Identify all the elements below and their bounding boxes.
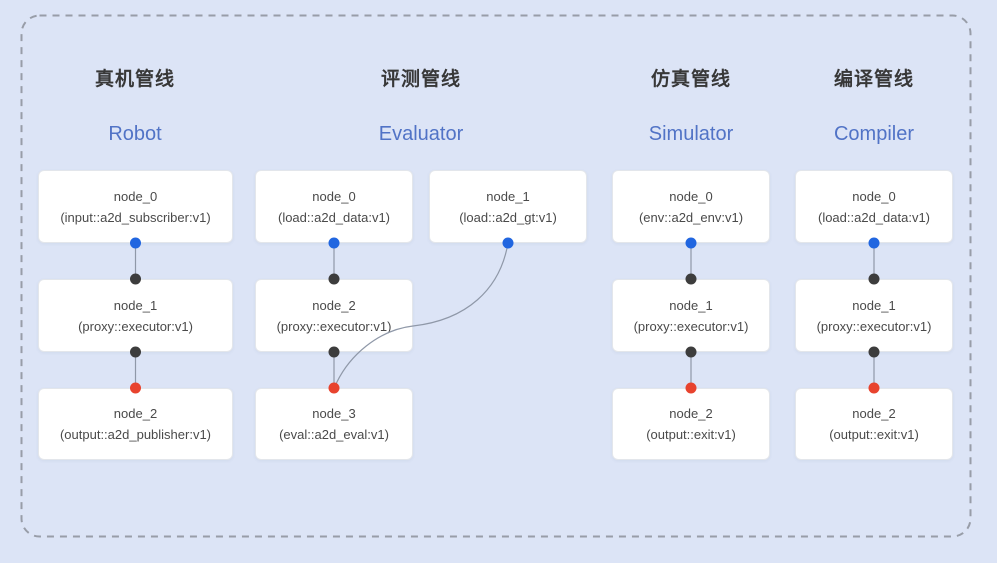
compiler-pipeline-title-en: Compiler <box>833 123 915 145</box>
node-name: node_3 <box>312 406 356 421</box>
node-name: node_1 <box>486 188 530 204</box>
simulator-node-2-box: node_2 (output::exit:v1) <box>612 388 770 460</box>
robot-pipeline-title-en: Robot <box>108 123 162 145</box>
compiler-pipeline-title-zh: 编译管线 <box>833 69 915 90</box>
node-type: (proxy::executor:v1) <box>816 318 932 334</box>
simulator-pipeline-title-en: Simulator <box>648 123 734 145</box>
evaluator-node-1-box: node_1 (load::a2d_gt:v1) <box>429 170 587 243</box>
node-name: node_1 <box>852 297 896 313</box>
node-name: node_1 <box>669 297 713 313</box>
compiler-node-0-box: node_0 (load::a2d_data:v1) <box>795 170 953 243</box>
robot-node-2-box: node_2 (output::a2d_publisher:v1) <box>38 388 233 460</box>
node-name: node_0 <box>312 188 356 204</box>
simulator-node-1-box: node_1 (proxy::executor:v1) <box>612 279 770 352</box>
node-name: node_0 <box>852 188 896 204</box>
node-type: (load::a2d_data:v1) <box>817 209 931 225</box>
evaluator-node-2-box: node_2 (proxy::executor:v1) <box>255 279 413 352</box>
simulator-node-0-box: node_0 (env::a2d_env:v1) <box>612 170 770 243</box>
node-type: (proxy::executor:v1) <box>276 318 392 334</box>
node-type: (env::a2d_env:v1) <box>638 209 744 225</box>
node-name: node_2 <box>113 406 158 421</box>
node-name: node_0 <box>113 188 158 204</box>
evaluator-node-3-box: node_3 (eval::a2d_eval:v1) <box>255 388 413 460</box>
compiler-node-1-box: node_1 (proxy::executor:v1) <box>795 279 953 352</box>
node-type: (output::exit:v1) <box>646 427 736 442</box>
node-name: node_2 <box>312 297 356 313</box>
node-name: node_2 <box>852 406 896 421</box>
node-name: node_0 <box>669 188 713 204</box>
evaluator-pipeline-title-zh: 评测管线 <box>380 69 462 90</box>
robot-pipeline-title-zh: 真机管线 <box>94 69 176 90</box>
node-type: (output::exit:v1) <box>829 427 919 442</box>
node-type: (load::a2d_data:v1) <box>277 209 391 225</box>
node-type: (eval::a2d_eval:v1) <box>279 427 389 442</box>
evaluator-node-0-box: node_0 (load::a2d_data:v1) <box>255 170 413 243</box>
compiler-node-2-box: node_2 (output::exit:v1) <box>795 388 953 460</box>
node-type: (proxy::executor:v1) <box>78 318 193 334</box>
node-type: (input::a2d_subscriber:v1) <box>60 209 211 225</box>
node-name: node_1 <box>113 297 158 313</box>
node-type: (output::a2d_publisher:v1) <box>59 427 212 442</box>
node-type: (proxy::executor:v1) <box>633 318 749 334</box>
simulator-pipeline-title-zh: 仿真管线 <box>650 69 732 90</box>
node-type: (load::a2d_gt:v1) <box>459 209 557 225</box>
node-name: node_2 <box>669 406 713 421</box>
robot-node-1-box: node_1 (proxy::executor:v1) <box>38 279 233 352</box>
robot-node-0-box: node_0 (input::a2d_subscriber:v1) <box>38 170 233 243</box>
evaluator-pipeline-title-en: Evaluator <box>378 123 464 145</box>
